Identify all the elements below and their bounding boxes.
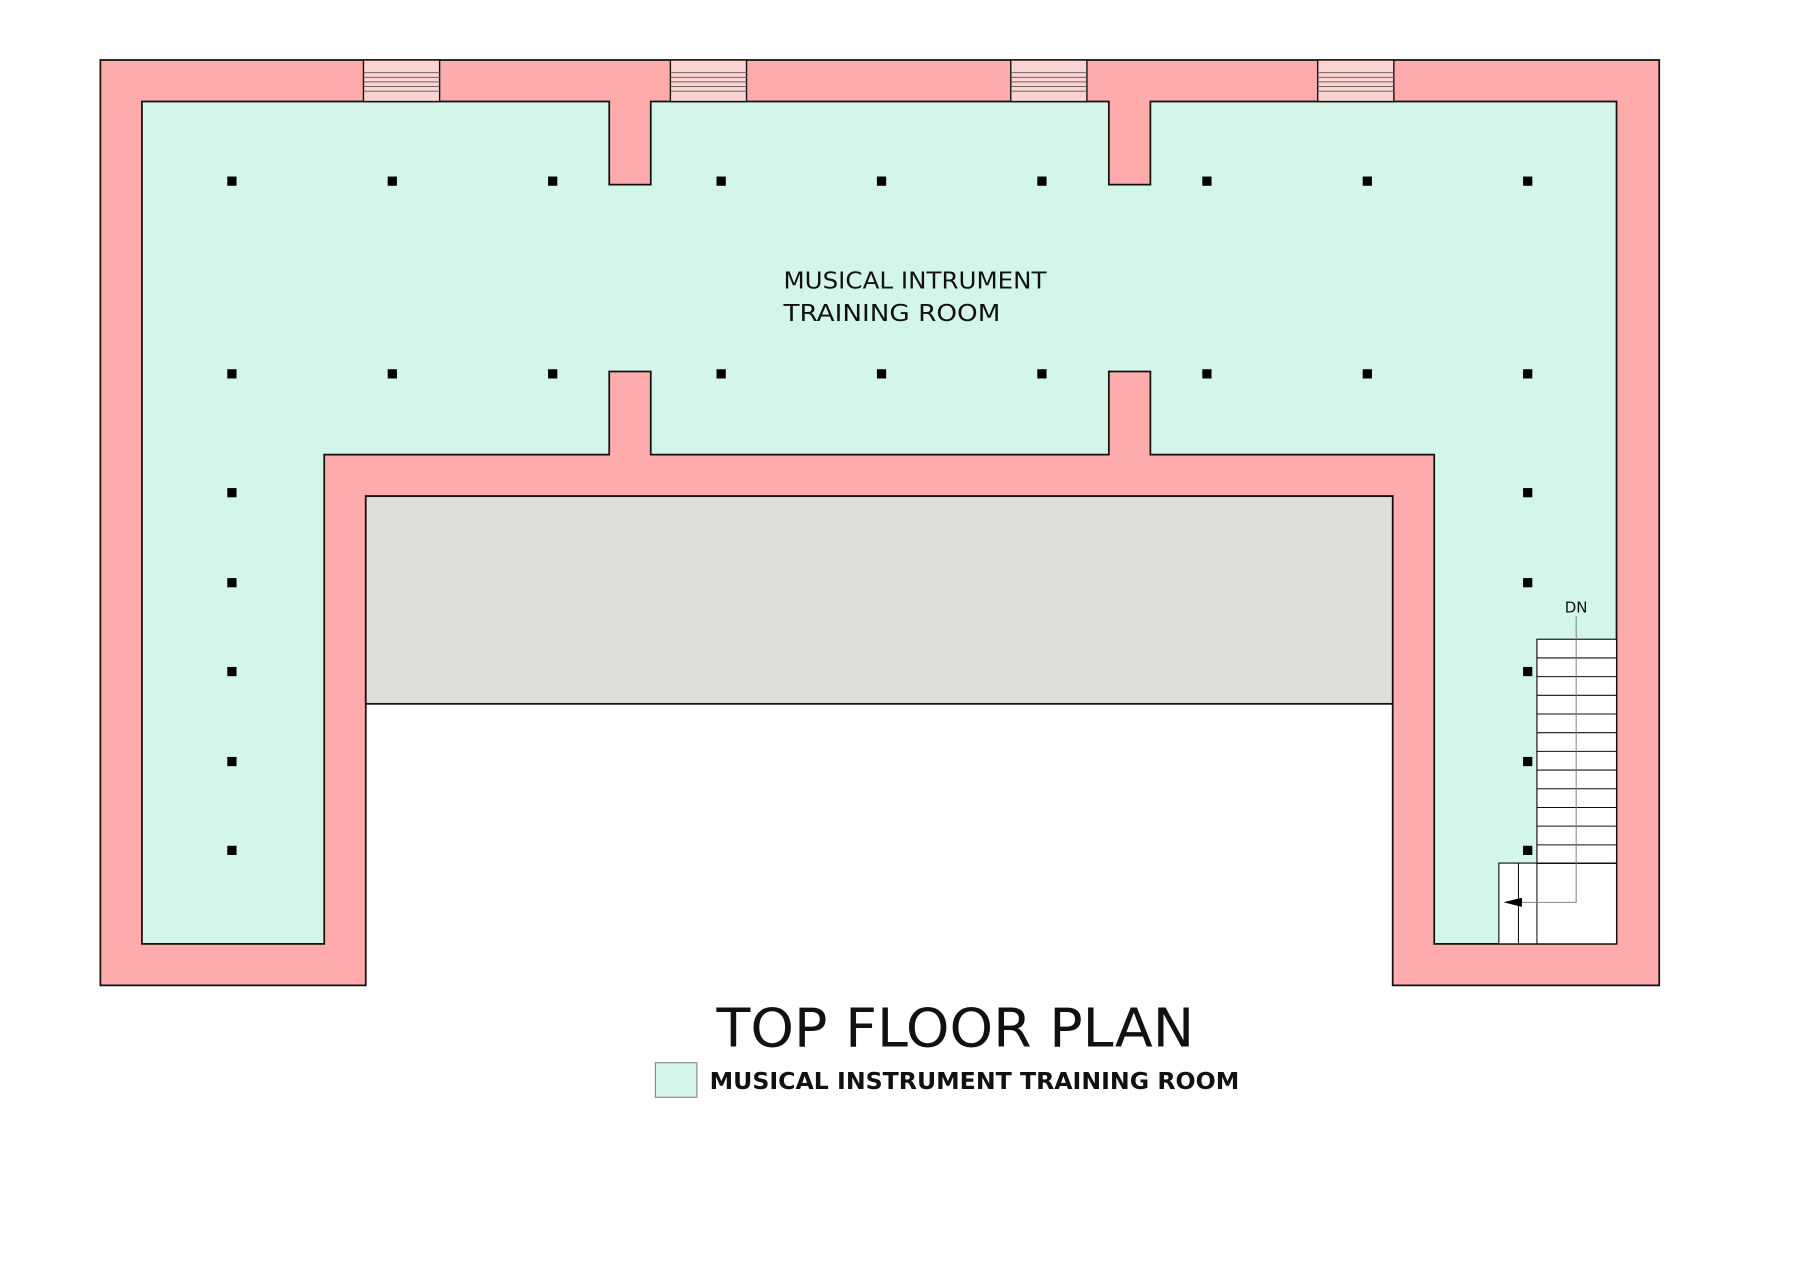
stair-direction-arrow	[1506, 616, 1577, 903]
column	[876, 369, 887, 379]
column	[1202, 369, 1212, 379]
window	[669, 59, 748, 103]
column	[387, 369, 397, 379]
staircase: DN	[1498, 599, 1618, 945]
column	[1523, 176, 1533, 186]
open-void-area	[364, 495, 1394, 705]
column	[876, 176, 887, 186]
room-label-line2: TRAINING ROOM	[782, 301, 1000, 327]
column	[1523, 578, 1533, 588]
column	[227, 756, 237, 767]
column	[227, 176, 237, 186]
column	[1523, 488, 1533, 498]
column	[387, 176, 397, 186]
column	[1362, 369, 1372, 379]
column	[1523, 666, 1533, 677]
column	[227, 369, 237, 379]
column	[227, 578, 237, 588]
column	[548, 369, 558, 379]
column	[716, 369, 726, 379]
column	[548, 176, 558, 186]
training-room-floor	[141, 100, 1618, 945]
column	[227, 845, 237, 855]
window	[362, 59, 441, 103]
column	[227, 488, 237, 498]
column	[1037, 176, 1047, 186]
column	[1362, 176, 1372, 186]
window	[1010, 59, 1088, 103]
room-label-line1: MUSICAL INTRUMENT	[783, 268, 1047, 294]
legend-label: MUSICAL INSTRUMENT TRAINING ROOM	[710, 1069, 1240, 1095]
column	[1523, 756, 1533, 767]
column	[227, 666, 237, 677]
legend: MUSICAL INSTRUMENT TRAINING ROOM	[654, 1062, 1240, 1098]
column	[1523, 369, 1533, 379]
column	[1523, 845, 1533, 855]
stair-dn-label: DN	[1565, 599, 1588, 617]
window	[1316, 59, 1395, 103]
columns	[227, 176, 1533, 855]
column	[716, 176, 726, 186]
legend-swatch	[654, 1062, 698, 1098]
plan-title: TOP FLOOR PLAN	[715, 998, 1194, 1060]
arrowhead-icon	[1503, 897, 1522, 907]
windows	[362, 59, 1395, 103]
column	[1037, 369, 1047, 379]
column	[1202, 176, 1212, 186]
